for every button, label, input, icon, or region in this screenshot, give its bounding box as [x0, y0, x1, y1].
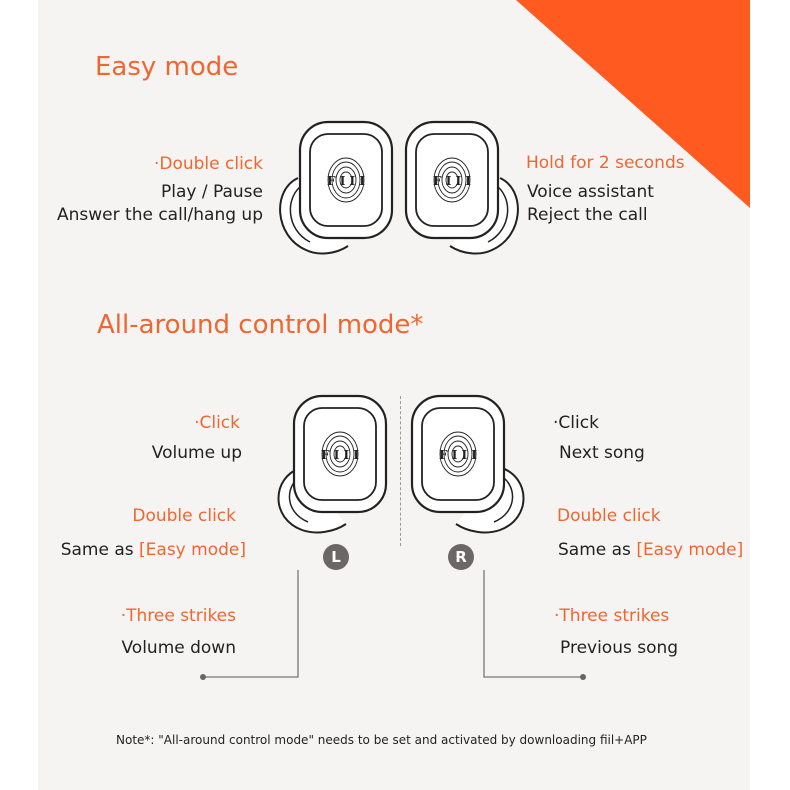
center-divider: [400, 396, 401, 546]
right-badge: R: [448, 544, 474, 570]
easy-left-line2: Answer the call/hang up: [57, 205, 263, 225]
instruction-panel: Easy mode ·Double click Play / Pause Ans…: [38, 0, 750, 790]
right-triple-action: Previous song: [560, 638, 679, 658]
easy-right-heading: Hold for 2 seconds: [526, 153, 685, 173]
corner-accent: [516, 0, 750, 208]
left-badge: L: [323, 544, 349, 570]
right-double-action: Same as [Easy mode]: [558, 540, 743, 560]
left-triple-heading: ·Three strikes: [120, 606, 236, 626]
left-earbud-icon: F I I I: [277, 394, 388, 534]
left-click-action: Volume up: [151, 443, 242, 463]
left-double-prefix: Same as: [60, 540, 140, 560]
all-around-title: All-around control mode*: [97, 310, 424, 340]
easy-left-line1: Play / Pause: [161, 182, 263, 202]
left-double-ref: [Easy mode]: [139, 540, 246, 560]
earbud-logo-text: F I I I: [327, 174, 365, 188]
easy-right-line1: Voice assistant: [527, 182, 654, 202]
right-click-action: Next song: [559, 443, 645, 463]
connector-lines: [200, 570, 586, 680]
right-double-prefix: Same as: [558, 540, 637, 560]
right-click-heading: ·Click: [553, 413, 599, 433]
left-earbud-icon: F I I I: [279, 120, 394, 255]
earbud-logo-text: F I I I: [439, 448, 477, 462]
earbud-logo-text: F I I I: [321, 448, 359, 462]
easy-left-heading: ·Double click: [153, 154, 263, 174]
footnote: Note*: "All-around control mode" needs t…: [116, 733, 647, 747]
right-earbud-icon: F I I I: [404, 120, 519, 255]
right-double-ref: [Easy mode]: [636, 540, 744, 560]
easy-right-line2: Reject the call: [527, 205, 648, 225]
left-triple-action: Volume down: [121, 638, 236, 658]
left-double-heading: Double click: [132, 506, 236, 526]
left-double-action: Same as [Easy mode]: [61, 540, 246, 560]
easy-mode-title: Easy mode: [95, 52, 239, 82]
right-double-heading: Double click: [557, 506, 661, 526]
left-click-heading: ·Click: [194, 413, 240, 433]
right-earbud-icon: F I I I: [410, 394, 525, 534]
right-triple-heading: ·Three strikes: [554, 606, 670, 626]
earbud-logo-text: F I I I: [433, 174, 471, 188]
